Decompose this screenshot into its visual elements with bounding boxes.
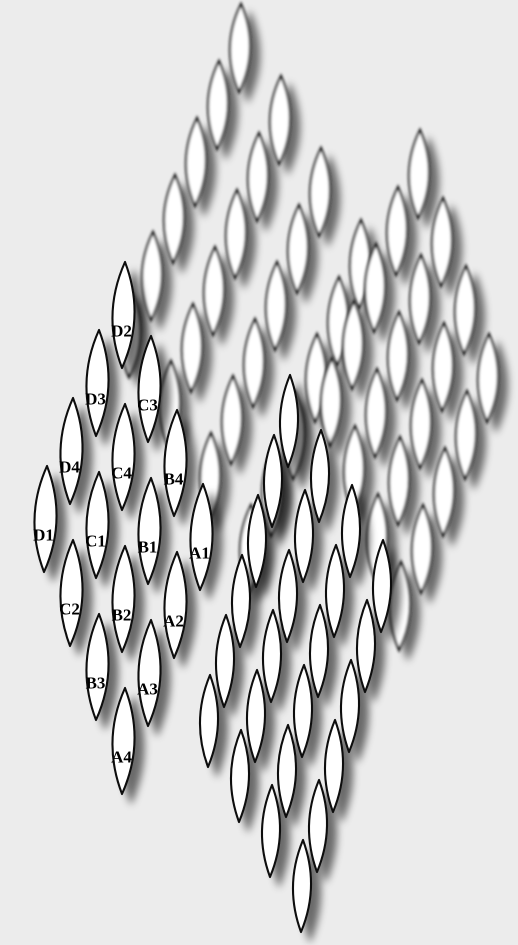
cell-label: C1 <box>85 532 106 551</box>
lattice-cell <box>85 328 110 438</box>
lattice-cell <box>228 1 252 95</box>
lattice-cell <box>220 373 244 467</box>
lattice-cell <box>59 538 84 648</box>
lattice-cell <box>111 260 136 370</box>
lattice-cell <box>454 388 478 482</box>
lattice-cell <box>307 778 329 874</box>
cell-label: C3 <box>137 396 158 415</box>
lattice-cell <box>202 244 226 338</box>
lattice-cell <box>292 663 314 759</box>
lattice-cell <box>386 309 410 403</box>
lattice-cell <box>85 470 110 580</box>
lattice-cell <box>230 553 252 649</box>
lattice-cell <box>432 445 456 539</box>
cell-label: B4 <box>164 470 184 489</box>
lattice-cell <box>278 373 300 469</box>
lattice-cell <box>184 115 208 209</box>
cell-label: D2 <box>111 322 132 341</box>
lattice-cell <box>291 838 313 934</box>
lattice-panel-front-right <box>198 373 393 934</box>
lattice-cell <box>324 543 346 639</box>
cell-label: A2 <box>163 612 184 631</box>
cell-label: C4 <box>111 464 132 483</box>
lattice-cell <box>189 482 214 592</box>
lattice-cell <box>277 548 299 644</box>
lattice-cell <box>214 613 236 709</box>
lattice-cell <box>309 428 331 524</box>
cell-label: C2 <box>59 600 80 619</box>
lattice-cell <box>85 612 110 722</box>
lattice-cell <box>476 331 500 425</box>
lattice-cell <box>111 686 136 796</box>
cell-label: D4 <box>59 458 80 477</box>
cell-label: D1 <box>33 526 54 545</box>
lattice-cell <box>308 145 332 239</box>
lattice-cell <box>229 728 251 824</box>
lattice-cell <box>111 402 136 512</box>
cell-label: A4 <box>111 748 132 767</box>
lattice-cell <box>371 538 393 634</box>
lattice-cell <box>323 718 345 814</box>
cell-label: A1 <box>189 544 210 563</box>
lattice-panel-back-right <box>319 127 500 653</box>
lattice-cell <box>111 544 136 654</box>
lattice-cell <box>341 298 365 392</box>
lattice-cell <box>33 464 58 574</box>
cell-label: D3 <box>85 390 106 409</box>
lattice-cell <box>410 502 434 596</box>
lattice-cell <box>224 187 248 281</box>
lattice-cell <box>293 488 315 584</box>
lattice-cell <box>409 377 433 471</box>
lattice-cell <box>319 355 343 449</box>
lattice-cell <box>59 396 84 506</box>
lattice-cell <box>260 783 282 879</box>
lattice-cell <box>408 252 432 346</box>
cell-label: B2 <box>112 606 132 625</box>
lattice-cell <box>137 334 162 444</box>
lattice-cell <box>163 408 188 518</box>
lattice-cell <box>246 130 270 224</box>
lattice-cell <box>387 434 411 528</box>
lattice-cell <box>137 618 162 728</box>
lattice-cell <box>198 673 220 769</box>
lattice-cell <box>262 433 284 529</box>
lattice-cell <box>264 259 288 353</box>
lattice-cell <box>245 668 267 764</box>
cell-label: A3 <box>137 680 158 699</box>
lattice-cell <box>137 476 162 586</box>
lattice-cell <box>140 229 164 323</box>
lattice-cell <box>363 241 387 335</box>
cell-label: B3 <box>86 674 106 693</box>
lattice-cell <box>163 550 188 660</box>
lattice-cell <box>453 263 477 357</box>
lattice-cell <box>246 493 268 589</box>
lattice-cell <box>430 195 454 289</box>
lattice-cell <box>286 202 310 296</box>
lattice-cell <box>364 366 388 460</box>
lattice-cell <box>407 127 431 221</box>
cell-label: B1 <box>138 538 158 557</box>
lattice-cell <box>180 301 204 395</box>
lattice-cell <box>431 320 455 414</box>
lattice-cell <box>340 483 362 579</box>
lattice-cell <box>268 73 292 167</box>
lattice-cell <box>162 172 186 266</box>
lattice-cell <box>355 598 377 694</box>
lattice-cell <box>242 316 266 410</box>
lattice-cell <box>261 608 283 704</box>
lattice-cell <box>276 723 298 819</box>
lattice-cell <box>206 58 230 152</box>
lattice-cell <box>388 559 412 653</box>
lattice-cell <box>308 603 330 699</box>
lattice-cell <box>385 184 409 278</box>
lattice-cell <box>339 658 361 754</box>
